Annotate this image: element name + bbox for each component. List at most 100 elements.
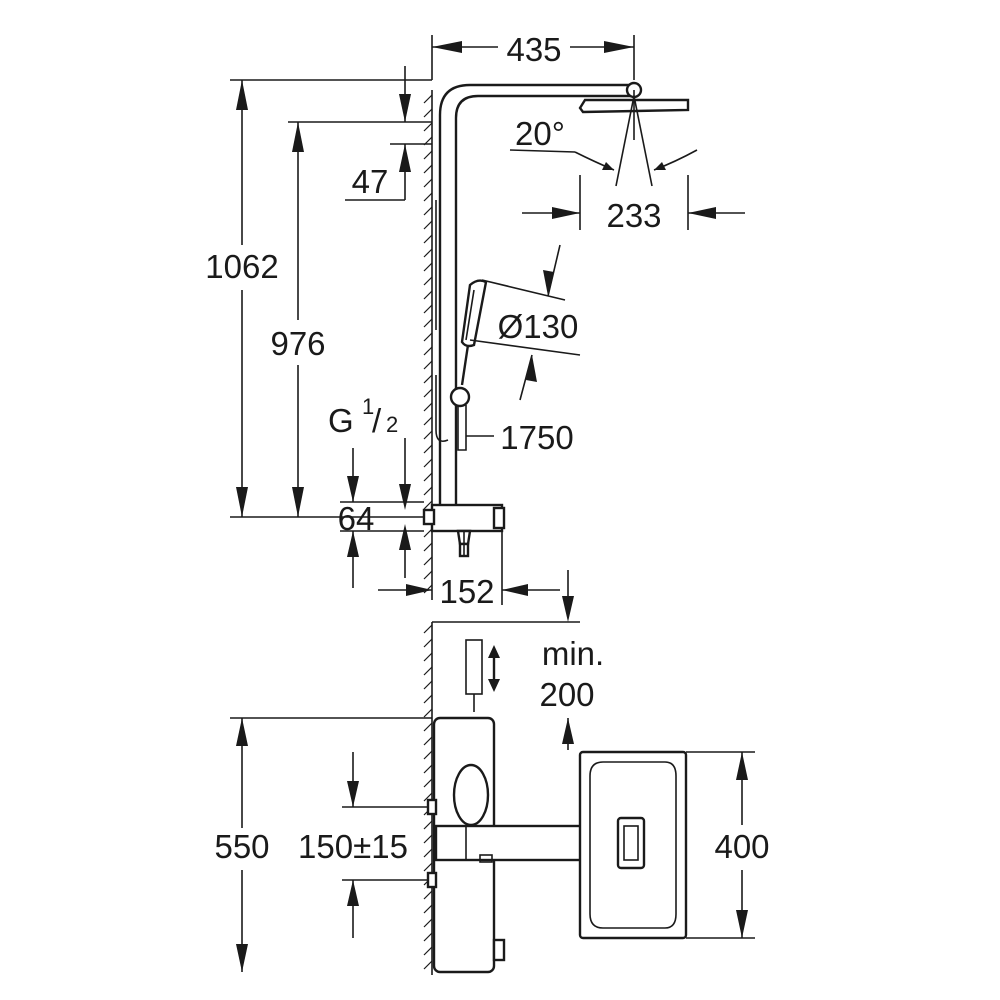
spray-line-left [615,95,635,187]
wall-hatch-line [423,262,433,272]
wall-hatch-line [423,248,433,258]
head-mount-inner [623,825,639,861]
wall-hatch-line [423,792,433,802]
wall-hatch-line [423,694,433,704]
wall-hatch-line [423,708,433,718]
dim-400-arrow-top [736,752,748,780]
hose-loop [435,429,449,443]
wall-hatch-line [423,332,433,342]
dim-130-line-bottom [519,354,533,401]
dim-233-arrow-right [688,207,716,219]
dim-976-arrow-top [292,122,304,152]
dim-976-arrow-bottom [292,487,304,517]
min-value: 200 [539,676,594,713]
wall-hatch-line [423,304,433,314]
angle-leader [509,149,576,153]
wall-hatch-line [423,108,433,118]
wall-hatch-line [423,946,433,956]
head-inner [589,761,677,929]
min-arrow-bottom [562,718,574,744]
wall-hatch-line [423,652,433,662]
dim-47-arrow-bottom [399,144,411,172]
dim-976-label: 976 [270,325,325,362]
dim-233-label: 233 [606,197,661,234]
hand-shower-face [465,289,475,341]
dim-150-label: 150±15 [298,828,408,865]
inlet-top [426,798,438,816]
dim-152-label: 152 [439,573,494,610]
wall-hatch-line [423,122,433,132]
dim-130-arrow-bottom [526,355,537,382]
wall-hatch-line [423,862,433,872]
wall-hatch-line [423,570,433,580]
dim-1062-arrow-top [236,80,248,110]
dim-64-label: 64 [338,500,375,537]
wall-hatch-line [423,346,433,356]
dim-152-arrow-left [406,584,432,596]
inlet-bottom [426,871,438,889]
dim-152-arrow-right [502,584,528,596]
wall-hatch-line [423,318,433,328]
dim-47-arrow-top [399,94,411,122]
dim-130-ext-top [481,279,566,301]
arm-mark-1 [479,854,493,863]
dim-233-arrow-left [552,207,580,219]
wall-hatch-line [423,164,433,174]
wall-hatch-line [423,960,433,970]
wall-hatch-line [423,834,433,844]
wall-hatch-line [423,890,433,900]
wall-hatch-line [423,290,433,300]
dim-64-arrow-top [347,476,359,502]
wall-hatch-line [423,556,433,566]
wall-hatch-line [423,94,433,104]
side-view: 435 20° 233 1062 976 47 [205,31,745,610]
wall-hatch-line [423,234,433,244]
wall-hatch-line [423,638,433,648]
front-view: min. 200 550 150±15 [214,570,770,975]
dim-1062-arrow-bottom [236,487,248,517]
wall-hatch-line [423,736,433,746]
wall-hatch-line [423,904,433,914]
wall-hatch-line [423,918,433,928]
wall-hatch-line [423,680,433,690]
dim-550-label: 550 [214,828,269,865]
wall-hatch-line [423,472,433,482]
connection-num: 1 [362,394,374,419]
wall-hatch-line [423,500,433,510]
connection-g: G [328,402,354,439]
thermostat-inlet [422,508,436,526]
wall-hatch-line [423,402,433,412]
wall-hatch-line [423,932,433,942]
wall-hatch-line [423,150,433,160]
dim-47-label: 47 [352,163,389,200]
wall-hatch-line [423,722,433,732]
wall-hatch-line [423,458,433,468]
dim-angle-label: 20° [515,115,565,152]
dim-400-arrow-bottom [736,910,748,938]
control-knob [452,763,490,827]
wall-hatch-line [423,192,433,202]
spray-line-right [633,95,653,187]
wall-hatch-line [423,750,433,760]
dim-64-arrow-right [399,524,411,550]
wall-hatch-line [423,666,433,676]
wall-hatch-line [423,374,433,384]
cartridge-symbol [465,639,483,695]
wall-hatch-line [423,444,433,454]
min-label: min. [542,635,604,672]
wall-hatch-line [423,220,433,230]
wall-hatch-line [423,206,433,216]
dim-150-arrow-bottom [347,880,359,906]
side-button [492,938,506,962]
hand-shower-holder [449,386,471,408]
dim-130-label: Ø130 [498,308,579,345]
connection-den: 2 [386,412,398,437]
hand-shower-grip [460,344,470,386]
wall-hatch-line [423,778,433,788]
dim-150-arrow-top [347,781,359,807]
dim-130-arrow-top [543,270,554,296]
move-arrow-up [488,645,500,658]
wall-hatch-line [423,624,433,634]
dim-550-arrow-bottom [236,944,248,972]
